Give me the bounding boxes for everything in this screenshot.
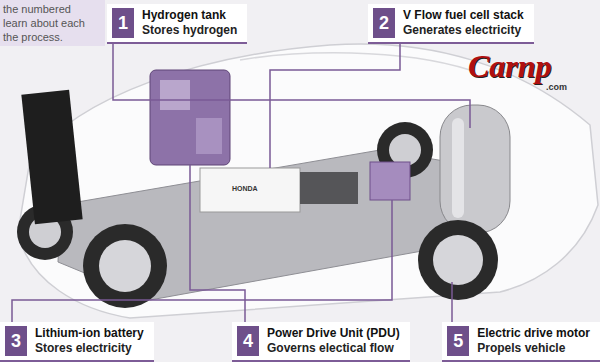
rim [433, 235, 483, 285]
callout-box: 1 Hydrogen tankStores hydrogen [107, 4, 247, 44]
part-function: Generates electricity [403, 23, 524, 38]
power-drive-unit [150, 70, 230, 165]
callout-text: Electric drive motorPropels vehicle [477, 326, 590, 356]
part-name: V Flow fuel cell stack [403, 8, 524, 23]
pdu-detail [196, 118, 222, 154]
leader-line [12, 200, 392, 324]
leader-line [451, 282, 453, 324]
watermark: Carnp [468, 48, 552, 85]
rim [99, 240, 151, 292]
callout-number: 3 [5, 326, 27, 356]
part-function: Propels vehicle [477, 341, 590, 356]
intro-panel [0, 0, 105, 46]
intro-text: the numbered [3, 3, 71, 15]
roof-line [240, 53, 470, 70]
radiator [21, 90, 82, 224]
callout-number: 5 [447, 326, 469, 356]
watermark: .com [546, 82, 567, 92]
callout-box: 5 Electric drive motorPropels vehicle [442, 322, 600, 362]
part-name: Power Drive Unit (PDU) [267, 326, 400, 341]
part-function: Stores electricity [35, 341, 144, 356]
brand-mark: HONDA [232, 185, 258, 192]
pdu-detail [160, 80, 190, 110]
callout-text: Power Drive Unit (PDU)Governs electical … [267, 326, 400, 356]
callout-box: 2 V Flow fuel cell stackGenerates electri… [368, 4, 534, 44]
callout-number: 2 [373, 8, 395, 38]
part-name: Electric drive motor [477, 326, 590, 341]
car-body [18, 44, 598, 318]
callout-text: Hydrogen tankStores hydrogen [142, 8, 237, 38]
wheel [418, 220, 498, 300]
stack-housing [300, 172, 358, 204]
callout-number: 4 [237, 326, 259, 356]
part-name: Lithium-ion battery [35, 326, 144, 341]
rim [389, 134, 421, 166]
part-function: Governs electical flow [267, 341, 400, 356]
intro-text: learn about each [3, 17, 85, 29]
battery [370, 162, 410, 200]
callout-box: 4 Power Drive Unit (PDU)Governs electical… [232, 322, 410, 362]
intro-text: the process. [3, 31, 63, 43]
wheel [83, 224, 167, 308]
fuel-cell-stack [200, 168, 300, 212]
part-name: Hydrogen tank [142, 8, 237, 23]
leader-line [270, 44, 400, 168]
callout-text: V Flow fuel cell stackGenerates electric… [403, 8, 524, 38]
hydrogen-tank [440, 105, 510, 233]
tank-highlight [452, 118, 464, 218]
leader-line [113, 44, 470, 128]
callout-number: 1 [112, 8, 134, 38]
callout-box: 3 Lithium-ion batteryStores electricity [0, 322, 154, 362]
part-function: Stores hydrogen [142, 23, 237, 38]
callout-text: Lithium-ion batteryStores electricity [35, 326, 144, 356]
